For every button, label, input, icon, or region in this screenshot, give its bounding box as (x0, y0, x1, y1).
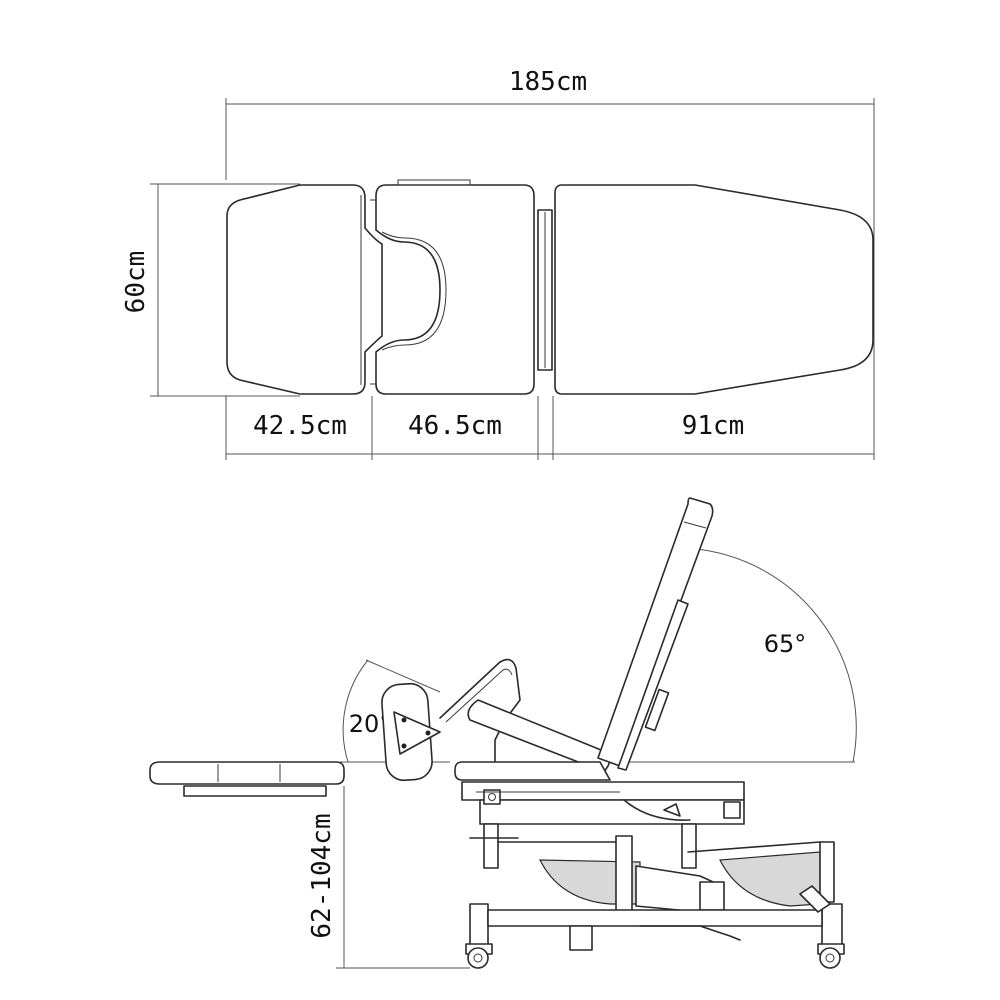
head-section (226, 184, 383, 395)
total-length-label: 185cm (509, 67, 587, 97)
height-range-label: 62-104cm (307, 813, 337, 938)
middle-section (375, 184, 535, 395)
right-caster (817, 943, 845, 969)
backrest (597, 497, 714, 771)
top-view: 185cm 60cm 42.5cm (121, 67, 875, 460)
body-section-label: 91cm (682, 411, 745, 441)
width-label: 60cm (121, 251, 151, 314)
width-dimension: 60cm (121, 183, 300, 397)
left-caster (465, 943, 493, 969)
base (469, 885, 843, 951)
side-view: 65° 20° (149, 497, 857, 969)
lift-mechanism (469, 799, 835, 921)
hinge (537, 209, 553, 371)
foot-paddle (381, 682, 441, 782)
total-length-dimension: 185cm (225, 67, 875, 460)
side-handle (439, 658, 521, 779)
leg-board (149, 761, 345, 797)
seat-frame (454, 761, 745, 825)
body-section (554, 184, 874, 395)
height-dimension: 62-104cm (307, 786, 470, 969)
head-section-label: 42.5cm (253, 411, 347, 441)
section-dimensions: 42.5cm 46.5cm 91cm (225, 396, 874, 460)
backrest-angle-label: 65° (764, 630, 807, 658)
middle-section-label: 46.5cm (408, 411, 502, 441)
